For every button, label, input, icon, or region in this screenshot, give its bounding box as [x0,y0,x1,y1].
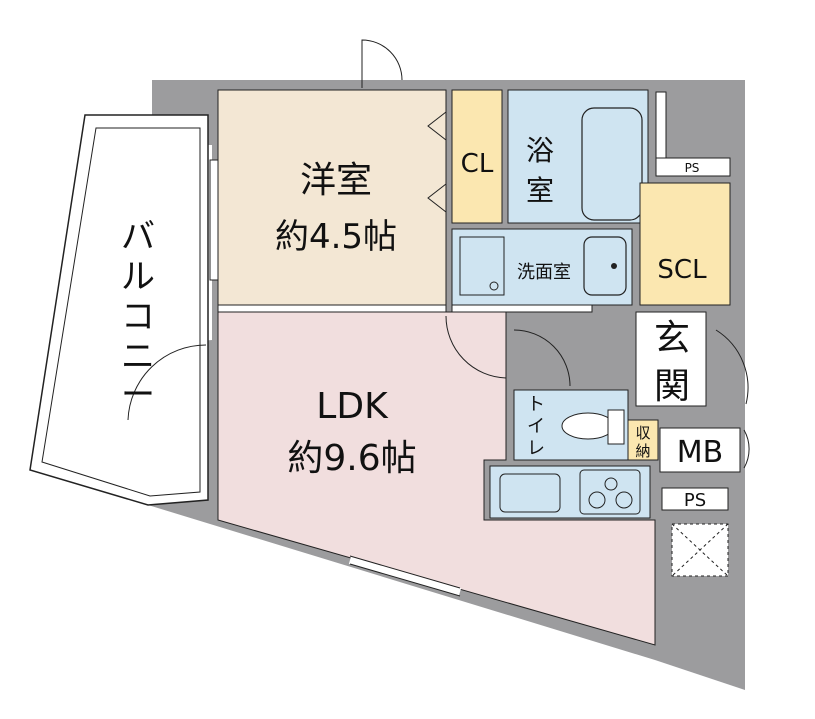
closet-label: CL [461,149,494,179]
bathroom-label: 室 [526,174,554,207]
toilet-label: ト [527,394,545,415]
entrance-label: 関 [654,366,690,407]
balcony-label: ー [121,375,155,415]
sink [583,236,627,296]
ldk-name: LDK [316,386,389,427]
ldk-window-frame [349,563,461,597]
storage-label: 収 [635,424,650,442]
pipe-space-bottom [661,487,729,511]
balcony-label: バ [121,217,155,257]
balcony-label: コ [121,297,155,337]
bathtub [581,107,643,221]
balcony [29,114,209,506]
meter-box [659,427,741,473]
western-room-name: 洋室 [300,160,372,201]
pipe-space-top-shaft [655,91,667,159]
door-swing-top [361,39,403,88]
toilet-bowl [561,412,615,440]
faucet-icon [611,263,617,269]
toilet-label: レ [527,438,545,459]
burner-icon [615,491,633,509]
door-swing-toilet [513,329,571,387]
sliding-door-western [217,304,447,313]
balcony-label: ニ [121,337,155,377]
door-swing-entrance [715,329,749,405]
shoe-closet-label: SCL [657,255,707,285]
closet [451,89,503,224]
washroom-label: 洗面室 [517,262,571,283]
balcony-inner-edge [41,127,201,497]
bathroom-label: 浴 [526,134,554,167]
burner-icon [604,477,618,491]
pipe-space-bottom-label: PS [684,490,706,511]
meter-box-label: MB [677,435,723,470]
shoe-closet [639,182,731,306]
ldk-size: 約9.6帖 [287,438,416,479]
drain-icon [489,281,499,291]
closet-folding-door [427,183,447,213]
balcony-window [209,159,219,281]
door-swing-ldk [445,315,507,379]
washing-pan [459,236,505,296]
entrance-label: 玄 [654,318,690,359]
burner-icon [588,491,606,509]
pipe-space-top-label: PS [685,161,700,175]
pipe-space-top [655,157,731,177]
toilet-label: イ [527,416,545,437]
door-swing-balcony [127,344,207,421]
balcony-label: ル [121,257,155,297]
western-room [217,89,447,306]
western-room-size: 約4.5帖 [275,217,397,257]
ldk-window-frame [349,555,461,589]
storage-label: 納 [635,442,650,460]
kitchen-sink [499,473,561,513]
closet-folding-door [427,111,447,141]
fridge-space-cross [671,523,729,577]
entrance [635,311,707,407]
toilet-tank [607,409,625,445]
ldk-window [348,556,462,596]
door-swing-mb [743,429,750,469]
storage [627,419,659,461]
sliding-door-washroom [451,304,593,313]
cooktop [579,469,641,515]
